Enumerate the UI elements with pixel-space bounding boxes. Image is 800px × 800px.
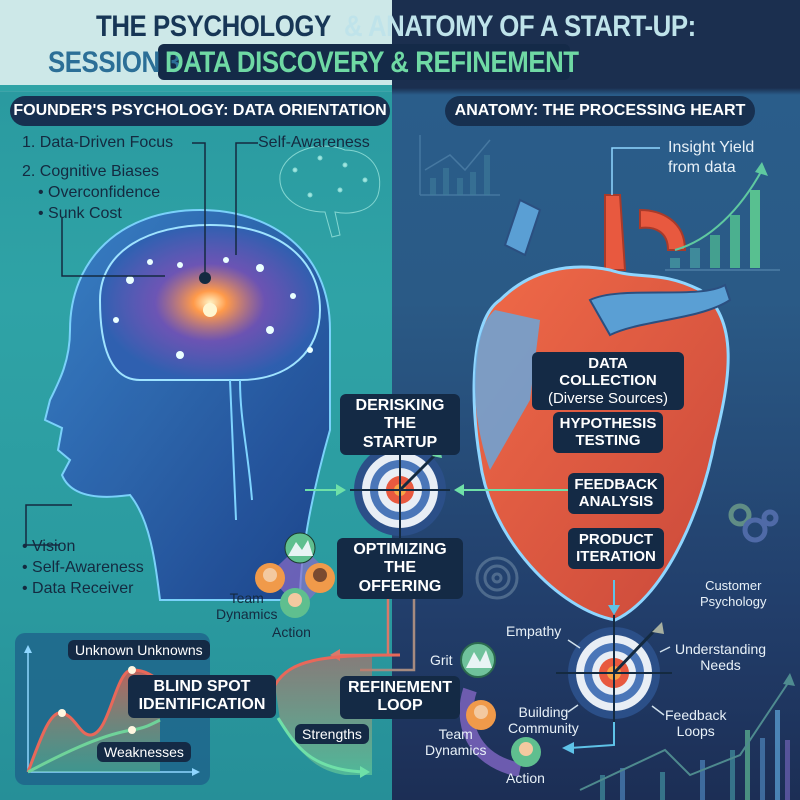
right-section-header: ANATOMY: THE PROCESSING HEART <box>445 96 755 126</box>
target-customer-icon <box>556 615 672 730</box>
empathy-label: Empathy <box>506 623 562 639</box>
bullet-self-awareness: • Self-Awareness <box>22 559 144 576</box>
strengths-tag: Strengths <box>295 724 369 744</box>
leader-lines <box>25 142 258 546</box>
divider-strip <box>0 85 392 91</box>
title-line1-part1: THE PSYCHOLOGY <box>96 10 331 43</box>
faded-target-icon <box>475 556 519 600</box>
bullet-data-receiver: • Data Receiver <box>22 580 134 597</box>
list-item-cognitive-biases: 2. Cognitive Biases <box>22 163 159 180</box>
team-avatars-icon <box>255 532 335 618</box>
target-center-icon <box>350 440 450 540</box>
left-section-header: FOUNDER'S PSYCHOLOGY: DATA ORIENTATION <box>10 96 390 126</box>
loop-action-label: Action <box>506 770 545 786</box>
title-highlight-box <box>158 44 570 80</box>
bullet-list: • Vision • Self-Awareness • Data Receive… <box>22 536 144 599</box>
team-action-label: Action <box>272 624 311 640</box>
insight-yield-chart-icon <box>665 162 780 271</box>
loop-arc <box>459 687 522 777</box>
grit-label: Grit <box>430 652 453 668</box>
list-item-data-driven-focus: 1. Data-Driven Focus <box>22 134 174 151</box>
list-subitem-overconfidence: • Overconfidence <box>38 184 161 201</box>
bullet-vision: • Vision <box>22 538 76 555</box>
self-awareness-label: Self-Awareness <box>258 134 370 151</box>
gears-icon <box>728 503 779 543</box>
title-line2-part2: DATA DISCOVERY & REFINEMENT <box>165 46 579 79</box>
weaknesses-tag: Weaknesses <box>97 742 191 762</box>
team-dynamics-label: Team Dynamics <box>216 590 278 622</box>
heart-step-data-collection: DATA COLLECTION (Diverse Sources) <box>532 352 684 410</box>
head-silhouette-icon <box>43 208 331 601</box>
bottom-bar-chart <box>579 673 795 800</box>
list-subitem-sunk-cost: • Sunk Cost <box>38 205 122 222</box>
title-line2-part1: SESSION 3 - <box>48 46 196 79</box>
title-line1-part2: & ANATOMY OF A START-UP: <box>344 10 696 43</box>
network-brain-icon <box>279 145 381 238</box>
unknown-unknowns-tag: Unknown Unknowns <box>68 640 210 660</box>
